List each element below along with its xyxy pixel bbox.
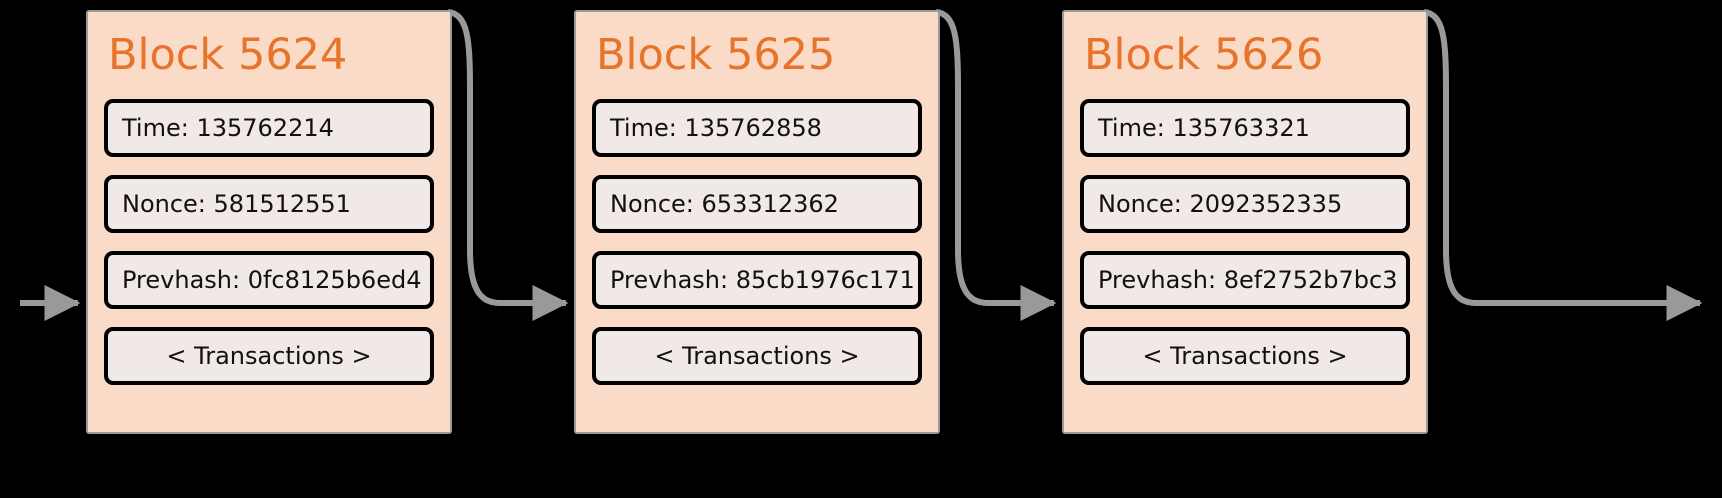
time-field: Time: 135763321 xyxy=(1080,99,1410,157)
block-fields: Time: 135762858 Nonce: 653312362 Prevhas… xyxy=(592,99,922,385)
block-title: Block 5626 xyxy=(1084,30,1324,80)
block-card-5626[interactable]: Block 5626 Time: 135763321 Nonce: 209235… xyxy=(1062,10,1428,434)
time-field: Time: 135762858 xyxy=(592,99,922,157)
prevhash-field: Prevhash: 0fc8125b6ed4 xyxy=(104,251,434,309)
transactions-field[interactable]: < Transactions > xyxy=(1080,327,1410,385)
block-fields: Time: 135762214 Nonce: 581512551 Prevhas… xyxy=(104,99,434,385)
nonce-field: Nonce: 2092352335 xyxy=(1080,175,1410,233)
prevhash-field: Prevhash: 85cb1976c171 xyxy=(592,251,922,309)
arrow-block-5625-to-block-5626 xyxy=(935,9,1057,321)
block-card-5625[interactable]: Block 5625 Time: 135762858 Nonce: 653312… xyxy=(574,10,940,434)
arrow-out-of-block-5626 xyxy=(1423,9,1703,321)
block-fields: Time: 135763321 Nonce: 2092352335 Prevha… xyxy=(1080,99,1410,385)
block-card-5624[interactable]: Block 5624 Time: 135762214 Nonce: 581512… xyxy=(86,10,452,434)
transactions-field[interactable]: < Transactions > xyxy=(592,327,922,385)
block-title: Block 5624 xyxy=(108,30,348,80)
arrow-block-5624-to-block-5625 xyxy=(447,9,569,321)
block-title: Block 5625 xyxy=(596,30,836,80)
time-field: Time: 135762214 xyxy=(104,99,434,157)
prevhash-field: Prevhash: 8ef2752b7bc3 xyxy=(1080,251,1410,309)
nonce-field: Nonce: 653312362 xyxy=(592,175,922,233)
transactions-field[interactable]: < Transactions > xyxy=(104,327,434,385)
nonce-field: Nonce: 581512551 xyxy=(104,175,434,233)
